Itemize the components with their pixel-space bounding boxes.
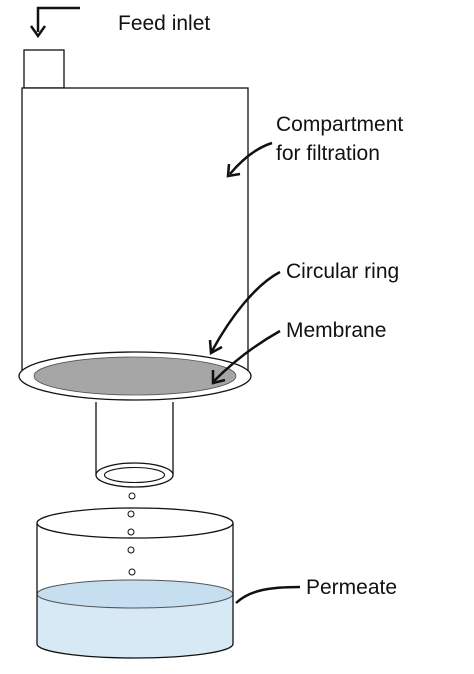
compartment-callout-line <box>229 141 273 175</box>
ring-callout-arrowhead <box>208 339 223 356</box>
droplet <box>127 510 135 518</box>
permeate-callout-line <box>235 585 301 604</box>
permeate-surface <box>36 579 234 609</box>
beaker-rim <box>36 507 234 539</box>
droplet <box>127 546 135 554</box>
beaker-bottom <box>36 643 234 659</box>
compartment-label-line2: for filtration <box>276 142 380 165</box>
membrane-callout-arrowhead <box>211 370 226 385</box>
ring-callout-line <box>210 270 281 352</box>
compartment-label-line1: Compartment <box>276 113 403 136</box>
membrane-label: Membrane <box>286 319 386 342</box>
circular-ring-label: Circular ring <box>286 260 399 283</box>
feed-inlet-label: Feed inlet <box>118 12 210 35</box>
permeate-label: Permeate <box>306 576 397 599</box>
feed-inlet-arrowhead <box>29 25 47 39</box>
feed-inlet-arrow <box>36 6 80 32</box>
inlet-tube <box>23 49 65 89</box>
droplet <box>128 568 136 576</box>
droplet <box>128 492 136 500</box>
filtration-compartment <box>21 87 249 377</box>
droplet <box>127 528 135 536</box>
membrane-callout-line <box>213 329 281 382</box>
membrane <box>33 356 237 396</box>
outlet-tube-mouth-inner <box>103 466 166 484</box>
compartment-callout-arrowhead <box>226 163 241 178</box>
